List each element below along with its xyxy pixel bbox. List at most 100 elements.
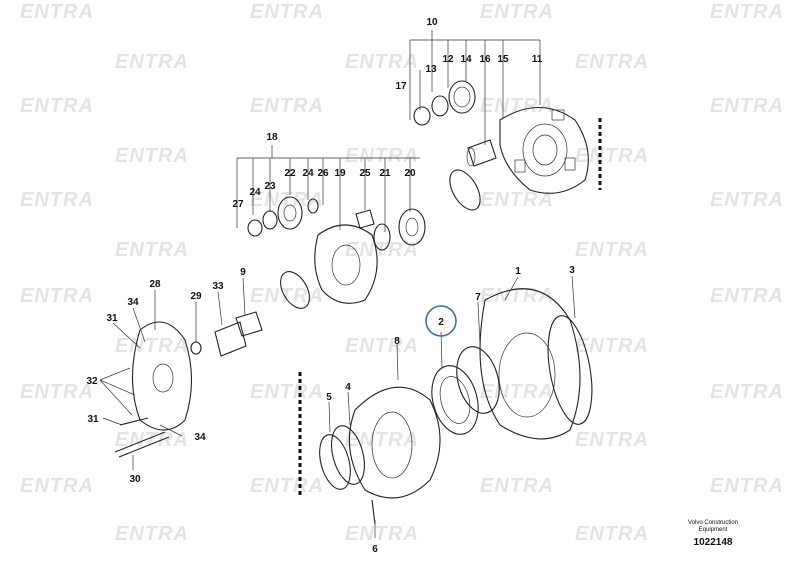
snap-ring-middle	[280, 271, 310, 309]
callout-label[interactable]: 6	[372, 544, 378, 555]
watermark-text: ENTRA	[345, 523, 419, 545]
callout-label[interactable]: 22	[284, 168, 296, 179]
callout-label[interactable]: 34	[127, 297, 139, 308]
callout-label-highlighted[interactable]: 2	[438, 317, 444, 328]
callout-label[interactable]: 9	[240, 267, 246, 278]
watermark-text: ENTRA	[20, 285, 94, 307]
callout-label[interactable]: 24	[302, 168, 314, 179]
callout-label[interactable]: 26	[317, 168, 329, 179]
hub-and-ring-gear-assembly	[298, 288, 593, 525]
callout-label[interactable]: 33	[212, 281, 224, 292]
callout-label[interactable]: 34	[194, 432, 206, 443]
carrier-slot-top	[551, 109, 565, 121]
callout-label[interactable]: 19	[334, 168, 346, 179]
snap-ring-upper	[449, 169, 481, 211]
watermark-text: ENTRA	[345, 51, 419, 73]
planet-gear-22	[277, 196, 303, 230]
watermark-text: ENTRA	[575, 523, 649, 545]
callout-label[interactable]: 31	[87, 414, 99, 425]
callout-label[interactable]: 11	[532, 54, 543, 65]
callout-label[interactable]: 32	[86, 376, 98, 387]
watermark-text: ENTRA	[20, 189, 94, 211]
bearing-7	[456, 346, 500, 414]
callout-label[interactable]: 3	[569, 265, 575, 276]
shaft-30-edge	[118, 436, 170, 458]
o-ring-5	[319, 434, 351, 490]
sun-gear-20	[398, 208, 426, 246]
watermark-text: ENTRA	[480, 1, 554, 23]
callout-label[interactable]: 14	[460, 54, 472, 65]
watermark-text: ENTRA	[480, 475, 554, 497]
watermark-text: ENTRA	[345, 145, 419, 167]
callout-label[interactable]: 5	[326, 392, 332, 403]
planet-pin-16	[467, 139, 497, 167]
watermark-layer: ENTRA ENTRA ENTRA ENTRA ENTRA ENTRA ENTRA ENTRA…	[20, 1, 784, 545]
watermark-text: ENTRA	[250, 1, 324, 23]
watermark-text: ENTRA	[115, 51, 189, 73]
callout-label[interactable]: 23	[264, 181, 276, 192]
callout-label[interactable]: 28	[149, 279, 161, 290]
callout-label[interactable]: 7	[475, 292, 481, 303]
watermark-text: ENTRA	[345, 429, 419, 451]
callout-label[interactable]: 21	[379, 168, 391, 179]
watermark-text: ENTRA	[20, 95, 94, 117]
callout-label[interactable]: 30	[129, 474, 141, 485]
callout-label[interactable]: 12	[442, 54, 454, 65]
bearing-2-inner	[439, 376, 471, 424]
callout-label[interactable]: 25	[359, 168, 371, 179]
o-ring-29	[190, 341, 202, 355]
carrier-19-bore	[331, 244, 361, 286]
watermark-text: ENTRA	[710, 189, 784, 211]
ring-gear-8-bore	[371, 411, 413, 479]
callout-label[interactable]: 31	[106, 313, 118, 324]
watermark-text: ENTRA	[575, 239, 649, 261]
callout-label[interactable]: 18	[266, 132, 278, 143]
watermark-text: ENTRA	[710, 475, 784, 497]
carrier-hub	[532, 134, 558, 166]
callout-label[interactable]: 15	[497, 54, 509, 65]
carrier-bore	[522, 123, 568, 177]
callout-label[interactable]: 1	[515, 266, 521, 277]
leader-lines	[99, 30, 576, 538]
callout-label[interactable]: 29	[190, 291, 202, 302]
watermark-text: ENTRA	[575, 51, 649, 73]
watermark-text: ENTRA	[345, 335, 419, 357]
needle-bearing-23	[262, 210, 278, 230]
watermark-text: ENTRA	[20, 475, 94, 497]
watermark-text: ENTRA	[115, 523, 189, 545]
callout-labels: 10 12 13 14 16 15 11 17 18 22 23 24 26 1…	[86, 17, 575, 555]
watermark-text: ENTRA	[575, 145, 649, 167]
watermark-text: ENTRA	[20, 381, 94, 403]
planet-gear-12	[448, 80, 476, 114]
thrust-washer-26	[307, 198, 319, 214]
callout-label[interactable]: 20	[404, 168, 416, 179]
watermark-text: ENTRA	[20, 1, 94, 23]
hub-1-bore	[498, 332, 556, 418]
cover-and-input-assembly	[114, 311, 263, 458]
callout-label[interactable]: 24	[249, 187, 261, 198]
needle-bearing-13	[431, 95, 449, 117]
callout-label[interactable]: 8	[394, 336, 400, 347]
bearing-2	[431, 365, 479, 435]
watermark-text: ENTRA	[250, 95, 324, 117]
carrier-slot-right	[564, 157, 576, 171]
watermark-text: ENTRA	[710, 285, 784, 307]
watermark-text: ENTRA	[480, 189, 554, 211]
planet-pin-25	[355, 209, 375, 229]
callout-label[interactable]: 17	[395, 81, 407, 92]
carrier-slot-left	[514, 159, 526, 173]
callout-label[interactable]: 13	[425, 64, 437, 75]
callout-label[interactable]: 16	[479, 54, 491, 65]
sun-gear-20-bore	[405, 217, 419, 237]
watermark-text: ENTRA	[480, 285, 554, 307]
bolt-6	[371, 499, 376, 525]
drawing-footer: Volvo Construction Equipment 1022148	[688, 520, 738, 548]
callout-label[interactable]: 10	[426, 17, 438, 28]
watermark-text: ENTRA	[710, 381, 784, 403]
callout-label[interactable]: 27	[232, 199, 244, 210]
callout-label[interactable]: 4	[345, 382, 351, 393]
gear-12-bore	[453, 86, 471, 108]
watermark-text: ENTRA	[250, 189, 324, 211]
snap-ring-21	[373, 223, 391, 251]
